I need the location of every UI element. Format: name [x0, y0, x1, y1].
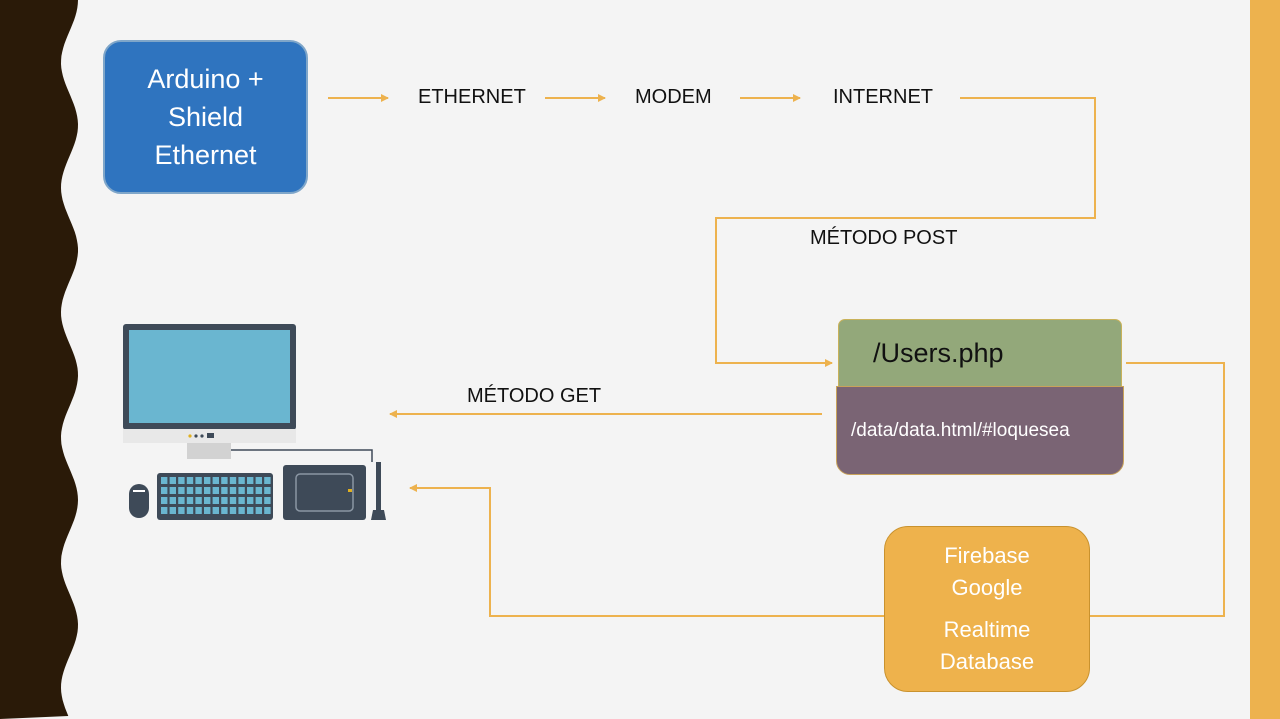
keyboard-key: [178, 487, 185, 494]
keyboard-key: [186, 507, 194, 514]
keyboard-key: [247, 487, 254, 494]
keyboard-key: [238, 477, 245, 484]
keyboard-key: [161, 477, 168, 484]
realtime-database-label: Realtime Database: [939, 617, 1035, 674]
keyboard-key: [247, 507, 254, 514]
keyboard-key: [169, 477, 176, 484]
keyboard-key: [161, 507, 168, 514]
keyboard-key: [186, 497, 194, 504]
keyboard-key: [255, 477, 262, 484]
keyboard-key: [169, 497, 176, 504]
keyboard-key: [169, 507, 176, 514]
keyboard-key: [229, 507, 237, 514]
keyboard-key: [195, 477, 202, 484]
keyboard-key: [178, 497, 185, 504]
keyboard-key: [264, 497, 271, 504]
internet-node: INTERNET: [833, 86, 933, 108]
keyboard-key: [238, 497, 245, 504]
keyboard-key: [255, 507, 262, 514]
keyboard-key: [255, 497, 262, 504]
keyboard-key: [178, 477, 185, 484]
keyboard-key: [212, 477, 219, 484]
keyboard-key: [229, 487, 237, 494]
firebase-node: Firebase Google Realtime Database: [884, 526, 1090, 692]
keyboard-key: [212, 497, 219, 504]
keyboard-key: [238, 487, 245, 494]
keyboard-key: [195, 487, 202, 494]
keyboard-key: [221, 477, 228, 484]
left-wave-border: [0, 0, 78, 719]
keyboard-key: [186, 487, 194, 494]
get-method-label: MÉTODO GET: [467, 385, 602, 407]
ethernet-node: ETHERNET: [418, 86, 526, 108]
keyboard-key: [221, 507, 228, 514]
keyboard-key: [186, 477, 194, 484]
connector-users-firebase: [1090, 362, 1225, 617]
keyboard-key: [229, 477, 237, 484]
keyboard-key: [161, 487, 168, 494]
keyboard-key: [238, 507, 245, 514]
connector-post: [715, 97, 1096, 367]
desktop-computer-icon: [123, 324, 386, 520]
keyboard-key: [221, 487, 228, 494]
keyboard-key: [212, 487, 219, 494]
post-method-label: MÉTODO POST: [810, 227, 958, 249]
keyboard-key: [169, 487, 176, 494]
modem-node: MODEM: [635, 86, 712, 108]
keyboard-key: [195, 507, 202, 514]
connector-firebase-computer: [409, 484, 884, 617]
keyboard-key: [255, 487, 262, 494]
data-html-node: /data/data.html/#loquesea: [836, 386, 1124, 475]
keyboard-key: [247, 477, 254, 484]
arduino-shield-node: Arduino + Shield Ethernet: [103, 40, 308, 194]
users-php-node: /Users.php: [838, 319, 1122, 387]
keyboard-key: [204, 497, 211, 504]
right-accent-bar: [1250, 0, 1280, 719]
keyboard-key: [264, 477, 271, 484]
keyboard-key: [247, 497, 254, 504]
firebase-google-label: Firebase Google: [944, 543, 1030, 600]
keyboard-key: [161, 497, 168, 504]
keyboard-key: [264, 507, 271, 514]
keyboard-key: [204, 487, 211, 494]
keyboard-key: [178, 507, 185, 514]
keyboard-key: [229, 497, 237, 504]
keyboard-key: [204, 477, 211, 484]
keyboard-key: [212, 507, 219, 514]
keyboard-key: [204, 507, 211, 514]
keyboard-key: [195, 497, 202, 504]
keyboard-key: [264, 487, 271, 494]
keyboard-key: [221, 497, 228, 504]
